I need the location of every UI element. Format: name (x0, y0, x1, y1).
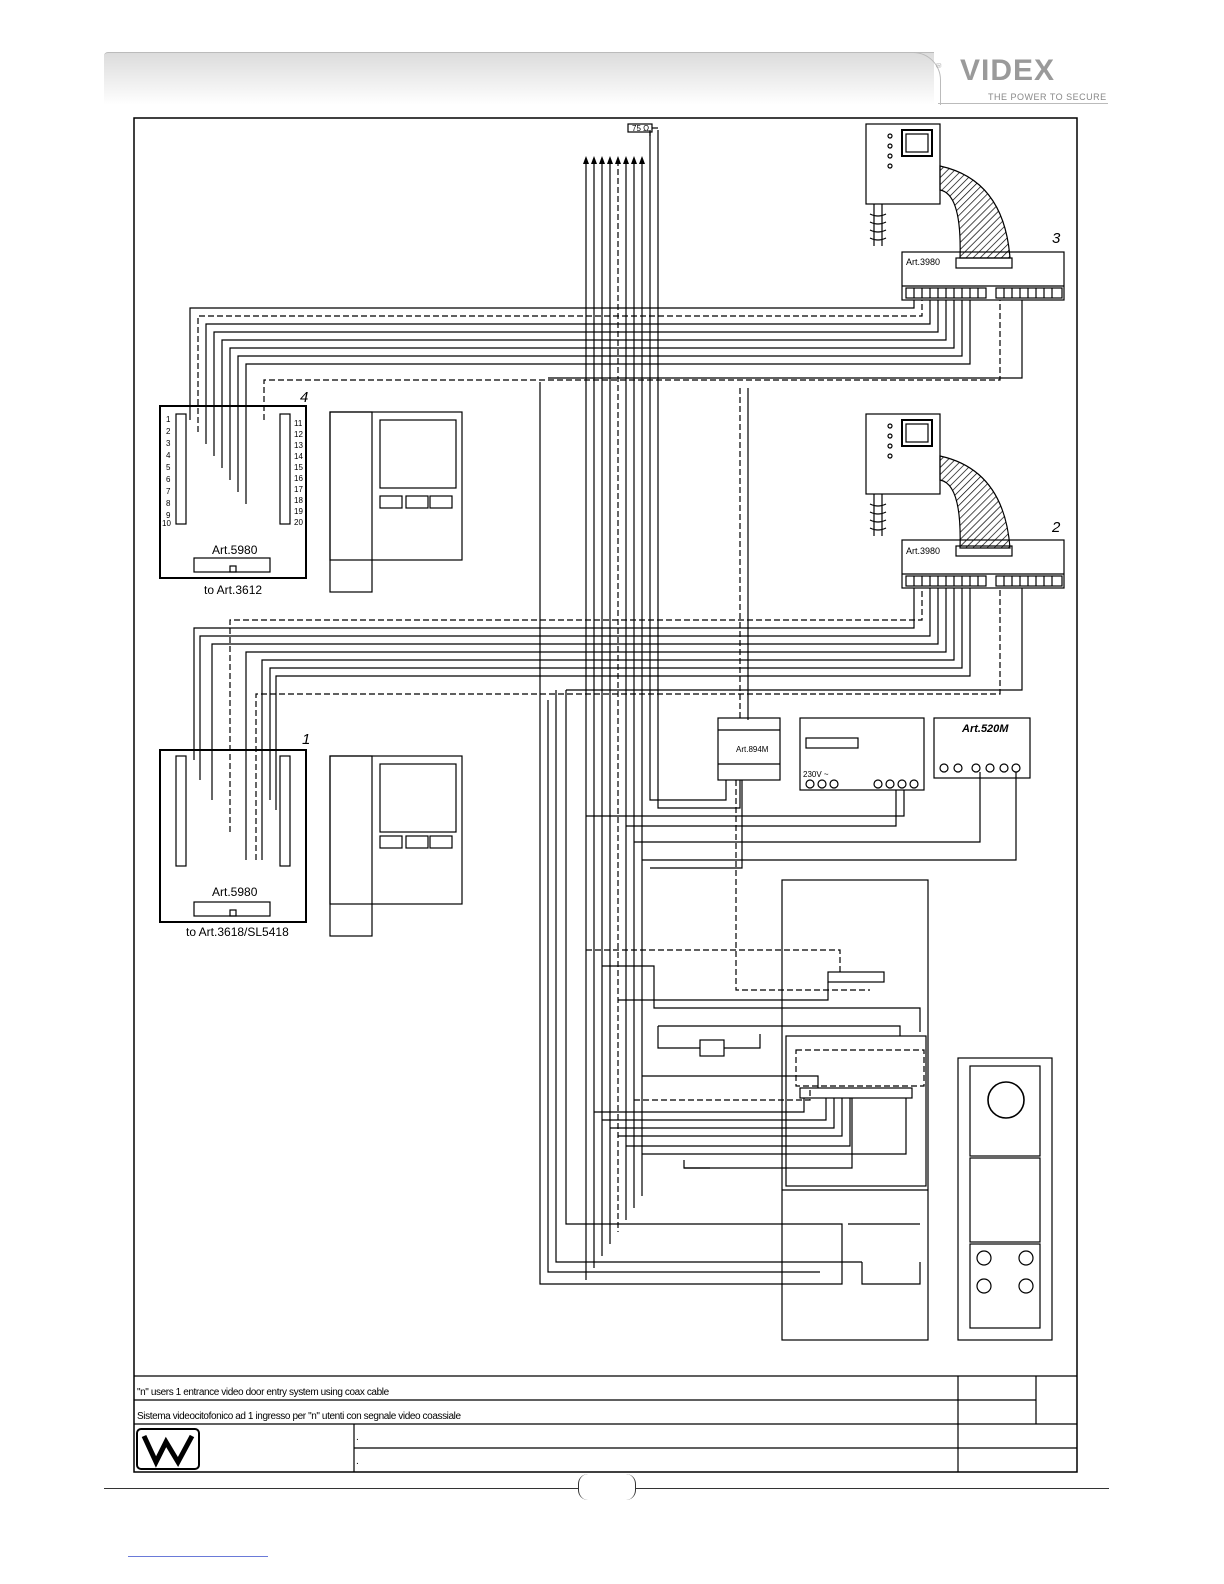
art5980-top (159, 405, 307, 579)
monitor-4-number: 4 (300, 389, 308, 406)
resistor-label: 75 Ω (632, 124, 649, 133)
art3980-mid (901, 539, 1065, 589)
header-curve (900, 52, 941, 105)
call-buttons-wiring (820, 1223, 921, 1285)
page-number-tab (578, 1474, 636, 1500)
term-top-14: 14 (294, 452, 303, 461)
term-top-8: 8 (166, 499, 171, 508)
art5980-bot-label: Art.5980 (212, 885, 258, 899)
art3980-mid-label: Art.3980 (906, 546, 940, 556)
drawing-frame (133, 117, 1078, 1473)
art894m-unit (717, 717, 781, 781)
brand-name: VIDEX (960, 54, 1056, 87)
term-top-6: 6 (166, 475, 171, 484)
term-top-2: 2 (166, 427, 171, 436)
panel-4-front (329, 411, 463, 593)
monitor-1-number: 1 (302, 731, 310, 748)
wires-monitor2 (193, 588, 1023, 1273)
title-italian: Sistema videocitofonico ad 1 ingresso pe… (137, 1411, 461, 1422)
term-top-1: 1 (166, 415, 171, 424)
title-dot-1: . (356, 1432, 359, 1443)
art5980-top-label: Art.5980 (212, 543, 258, 557)
art5980-bot (159, 749, 307, 923)
footer-link-underline (128, 1556, 268, 1557)
term-top-10: 10 (162, 519, 171, 528)
art520m-label: Art.520M (961, 723, 1009, 735)
art5980-top-target: to Art.3612 (204, 583, 262, 597)
art5980-bot-target: to Art.3618/SL5418 (186, 925, 289, 939)
psu-voltage-label: 230V ~ (803, 770, 829, 779)
term-top-17: 17 (294, 485, 303, 494)
header-band (104, 52, 934, 105)
panel-1-front (329, 755, 463, 937)
terminal-numbers: 1 2 3 4 5 6 7 8 9 10 11 12 13 14 15 16 1… (162, 415, 303, 528)
door-panel-enclosure (781, 879, 929, 1341)
monitor-2 (865, 413, 1011, 549)
power-supply (799, 717, 925, 791)
term-top-11: 11 (294, 419, 303, 428)
art3980-top (901, 251, 1065, 301)
term-top-20: 20 (294, 518, 303, 527)
outdoor-entrance-panel (957, 1057, 1053, 1341)
vx-logo-icon (136, 1428, 200, 1470)
monitor-3-number: 3 (1052, 230, 1061, 247)
art3980-top-terminals (905, 287, 1063, 299)
art894m-label: Art.894M (736, 745, 769, 754)
monitor-2-number: 2 (1051, 519, 1061, 536)
lock-icon-box (699, 1039, 725, 1057)
term-top-19: 19 (294, 507, 303, 516)
term-top-4: 4 (166, 451, 171, 460)
title-dot-2: . (356, 1456, 359, 1467)
videx-logo-icon (936, 63, 942, 68)
art520m-unit (933, 717, 1031, 779)
wires-monitor3 (189, 300, 1023, 1285)
title-english: "n" users 1 entrance video door entry sy… (137, 1387, 389, 1398)
term-top-13: 13 (294, 441, 303, 450)
term-top-15: 15 (294, 463, 303, 472)
riser-bus (585, 130, 741, 1280)
term-top-18: 18 (294, 496, 303, 505)
monitor-3 (865, 123, 1011, 259)
brand-tagline: THE POWER TO SECURE (988, 92, 1107, 102)
term-top-7: 7 (166, 487, 171, 496)
art3980-top-label: Art.3980 (906, 257, 940, 267)
term-top-5: 5 (166, 463, 171, 472)
term-top-16: 16 (294, 474, 303, 483)
term-top-9: 9 (166, 511, 171, 520)
term-top-12: 12 (294, 430, 303, 439)
term-top-3: 3 (166, 439, 171, 448)
header-rule (938, 103, 1108, 104)
